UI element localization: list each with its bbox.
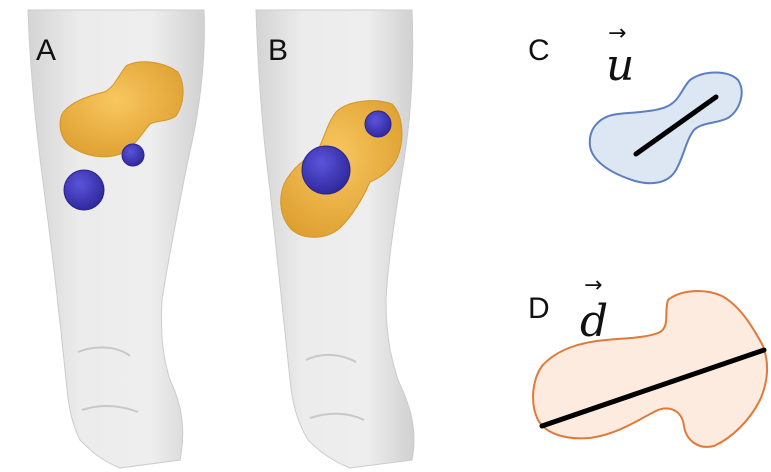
- vector-label-u: u: [606, 40, 634, 91]
- lesion-blue-b-small: [365, 111, 391, 137]
- shape-d: [533, 291, 767, 447]
- panel-b: B: [256, 10, 414, 468]
- panel-label-b: B: [268, 34, 288, 67]
- lesion-blue-b-large: [302, 146, 350, 194]
- panel-a: A: [28, 10, 204, 468]
- vector-arrow-d: →: [584, 273, 602, 298]
- lesion-blue-a-large: [64, 170, 104, 210]
- leg-b: [256, 10, 414, 468]
- panel-label-c: C: [528, 34, 550, 67]
- panel-label-d: D: [528, 292, 550, 325]
- panel-d: D → d: [528, 273, 767, 447]
- lesion-blue-a-small: [122, 144, 144, 166]
- panel-label-a: A: [36, 34, 56, 67]
- panel-c: C → u: [528, 21, 742, 183]
